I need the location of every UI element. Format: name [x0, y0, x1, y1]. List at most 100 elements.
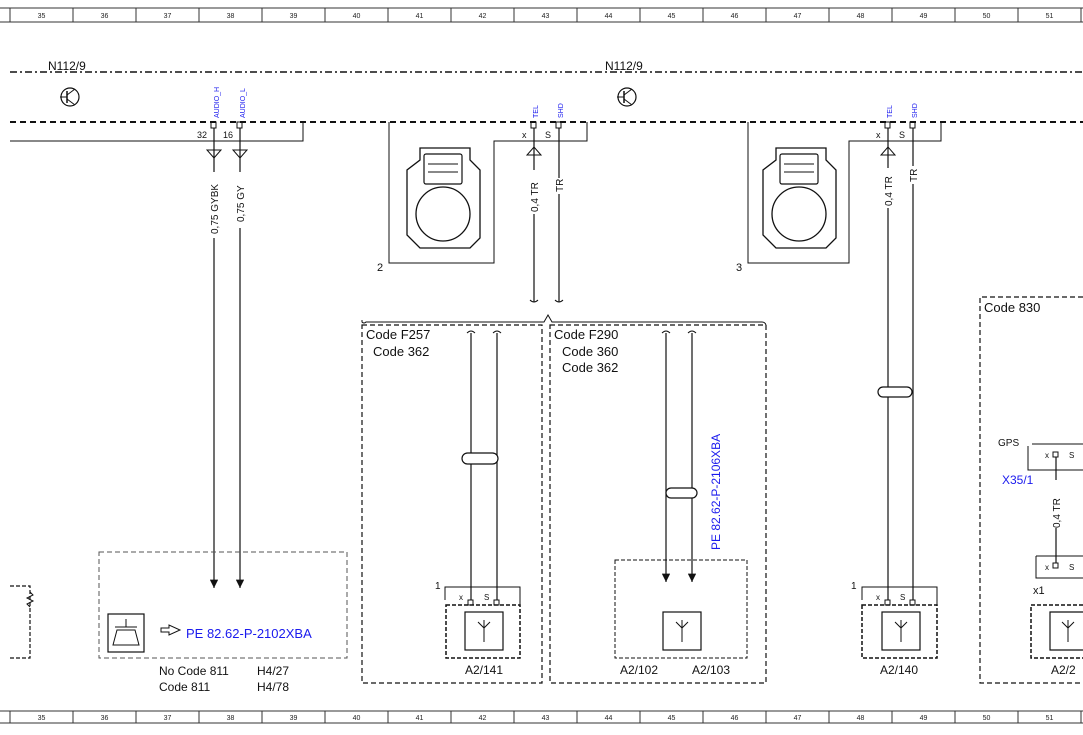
pin-x: x: [1045, 563, 1049, 572]
note-code-811: Code 811: [159, 680, 210, 694]
reference-pe-2106xba[interactable]: PE 82.62-P-2106XBA: [709, 434, 723, 550]
pin-label-shd-1: SHD: [558, 103, 565, 118]
code-f257-group: Code F257 Code 362 1 x S A2/141: [361, 324, 543, 684]
code-label-830: Code 830: [984, 300, 1040, 315]
reference-pointer-icon: [160, 624, 182, 636]
code-830-group: Code 830 GPS x S X35/1 0,4 TR x S x1 A2/…: [979, 296, 1083, 684]
note-h4-78[interactable]: H4/78: [257, 680, 289, 694]
connector-x1: x1: [1033, 585, 1045, 597]
bottom-ruler-column-label: 40: [353, 715, 361, 722]
note-no-code-811: No Code 811: [159, 664, 229, 678]
code-f290-group: Code F290 Code 360 Code 362 PE 82.62-P-2…: [549, 324, 767, 684]
pin-s: S: [1069, 451, 1074, 460]
code-label-362a: Code 362: [373, 344, 429, 359]
audio-wires: 0,75 GYBK 0,75 GY: [205, 128, 249, 588]
reference-pe-2102xba[interactable]: PE 82.62-P-2102XBA: [186, 626, 312, 641]
top-ruler-column-label: 50: [983, 13, 991, 20]
telephone-connector-2: 2 TEL SHD x S 0,4 TR TR: [377, 103, 588, 303]
connector-number-1: 1: [851, 581, 857, 592]
top-ruler-column-label: 41: [416, 13, 424, 20]
wire-label-tr2: 0,4 TR: [884, 176, 895, 206]
component-a2-102: A2/102: [620, 663, 658, 677]
transistor-icon: [617, 87, 637, 107]
bottom-ruler-column-label: 44: [605, 715, 613, 722]
speaker-icon: [107, 613, 145, 653]
pin-x: x: [459, 593, 463, 602]
top-ruler-column-label: 51: [1046, 13, 1054, 20]
top-ruler-column-label: 36: [101, 13, 109, 20]
pin-x: x: [522, 130, 527, 140]
connector-number-2: 2: [377, 262, 383, 274]
component-a2-103: A2/103: [692, 663, 730, 677]
top-ruler-column-label: 45: [668, 13, 676, 20]
top-ruler-column-label: 39: [290, 13, 298, 20]
connector-number-3: 3: [736, 262, 742, 274]
top-ruler-column-label: 43: [542, 13, 550, 20]
module-label-left: N112/9: [48, 59, 86, 73]
antenna-icon: [881, 611, 921, 651]
bottom-ruler-column-label: 38: [227, 715, 235, 722]
top-ruler-column-label: 38: [227, 13, 235, 20]
partial-left-component: [10, 585, 35, 659]
pin-s: S: [900, 593, 905, 602]
connector-x35-1[interactable]: X35/1: [1002, 473, 1034, 487]
top-ruler-column-label: 42: [479, 13, 487, 20]
bottom-ruler-column-label: 48: [857, 715, 865, 722]
bottom-ruler-column-label: 37: [164, 715, 172, 722]
pin-label-tel-2: TEL: [887, 105, 894, 118]
bottom-ruler-column-label: 43: [542, 715, 550, 722]
audio-pin-block: AUDIO_H AUDIO_L 32 16: [10, 87, 304, 142]
top-ruler-column-label: 37: [164, 13, 172, 20]
pin-label-tel-1: TEL: [533, 105, 540, 118]
top-ruler-column-label: 44: [605, 13, 613, 20]
wire-label-tr3: 0,4 TR: [1052, 498, 1063, 528]
pin-number-32: 32: [197, 130, 207, 140]
component-a2-2: A2/2: [1051, 663, 1076, 677]
bottom-ruler-column-label: 45: [668, 715, 676, 722]
pin-s: S: [484, 593, 489, 602]
code-label-f290: Code F290: [554, 327, 618, 342]
antenna-a2-140-group: 1 x S A2/140: [851, 581, 938, 677]
bottom-ruler-column-label: 49: [920, 715, 928, 722]
bottom-ruler-column-label: 51: [1046, 715, 1054, 722]
antenna-icon: [464, 611, 504, 651]
bottom-ruler-column-label: 41: [416, 715, 424, 722]
wire-label-gy: 0,75 GY: [236, 185, 247, 222]
bottom-ruler-column-label: 42: [479, 715, 487, 722]
pin-label-audio-l: AUDIO_L: [240, 88, 247, 118]
pin-label-shd-2: SHD: [912, 103, 919, 118]
transistor-icon: [60, 87, 80, 107]
bottom-ruler-column-label: 50: [983, 715, 991, 722]
component-a2-140: A2/140: [880, 663, 918, 677]
connector-number-1: 1: [435, 581, 441, 592]
antenna-icon: [662, 611, 702, 651]
pin-label-audio-h: AUDIO_H: [214, 87, 221, 118]
component-a2-141: A2/141: [465, 663, 503, 677]
pin-x: x: [876, 130, 881, 140]
wire-label-tr2s: TR: [909, 169, 920, 182]
top-ruler-column-label: 48: [857, 13, 865, 20]
note-h4-27[interactable]: H4/27: [257, 664, 289, 678]
bottom-ruler-column-label: 35: [38, 715, 46, 722]
module-label-right: N112/9: [605, 59, 643, 73]
antenna-icon: [1049, 611, 1083, 651]
top-ruler-column-label: 49: [920, 13, 928, 20]
wire-label-tr1s: TR: [555, 179, 566, 192]
pin-s: S: [545, 130, 551, 140]
code-label-f257: Code F257: [366, 327, 430, 342]
pin-x: x: [876, 593, 880, 602]
bottom-ruler-column-label: 46: [731, 715, 739, 722]
top-ruler-column-label: 35: [38, 13, 46, 20]
bottom-ruler-column-label: 39: [290, 715, 298, 722]
pin-s: S: [899, 130, 905, 140]
gps-label: GPS: [998, 438, 1019, 449]
audio-target-group: PE 82.62-P-2102XBA: [98, 551, 348, 659]
top-ruler-column-label: 46: [731, 13, 739, 20]
top-ruler-column-label: 40: [353, 13, 361, 20]
wire-label-gybk: 0,75 GYBK: [210, 184, 221, 234]
code-label-362b: Code 362: [562, 360, 618, 375]
pin-x: x: [1045, 451, 1049, 460]
